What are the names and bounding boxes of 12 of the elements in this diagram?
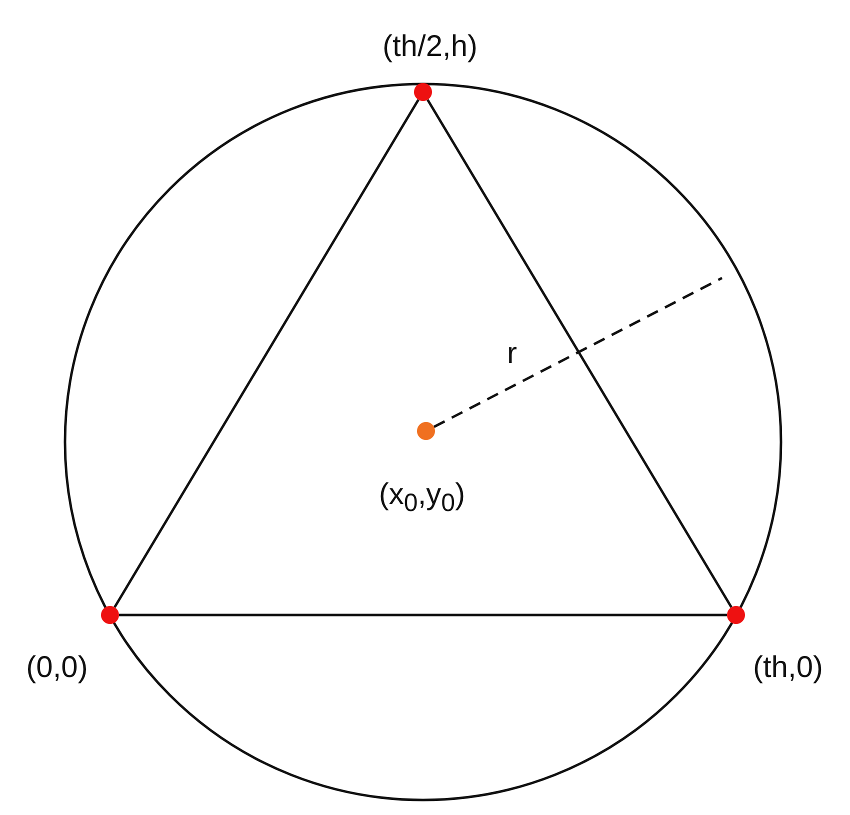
vertex-point (101, 606, 119, 624)
coordinate-label: (th,0) (752, 651, 824, 685)
triangle-side (114, 99, 420, 608)
coordinate-label: (th/2,h) (382, 30, 478, 64)
vertex-point (414, 83, 432, 101)
coordinate-label: (x$_{0}$,y$_{0}$) (378, 478, 466, 518)
radius-line (433, 276, 723, 428)
center-point (417, 422, 435, 440)
vertex-point (727, 606, 745, 624)
triangle-side (119, 614, 727, 616)
coordinate-label: (0,0) (26, 651, 88, 685)
triangle-side (426, 99, 732, 608)
